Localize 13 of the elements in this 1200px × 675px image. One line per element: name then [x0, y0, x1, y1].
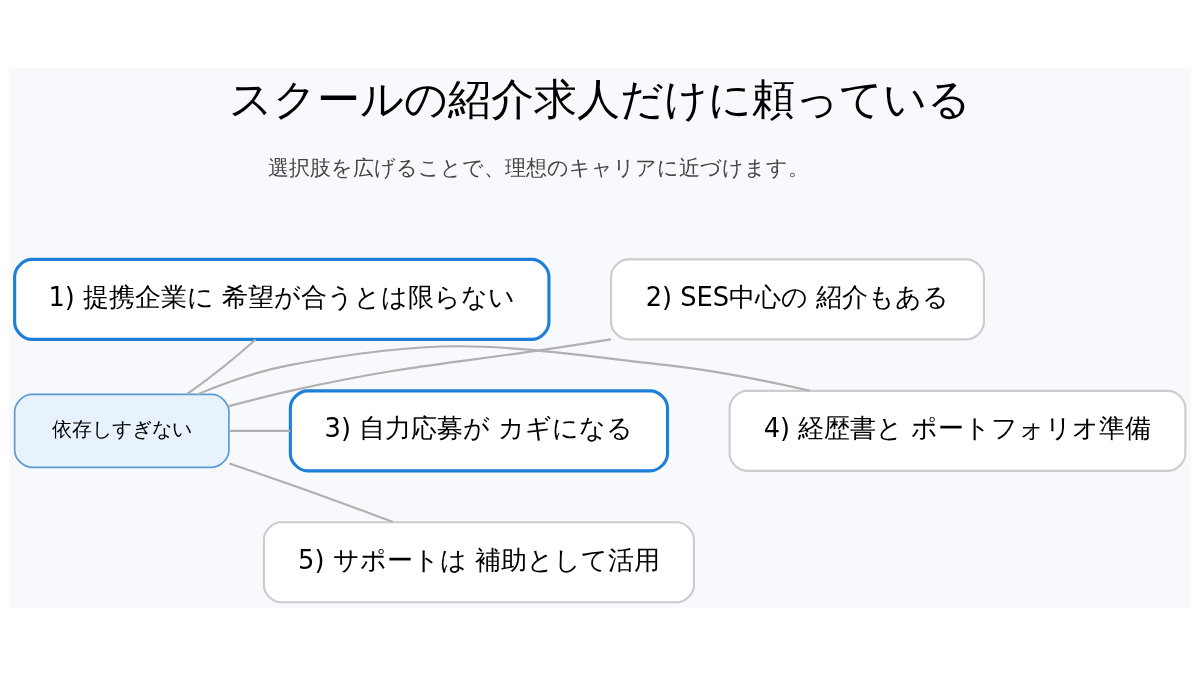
connector	[196, 344, 811, 395]
node-box: 3) 自力応募が カギになる	[288, 388, 670, 472]
node-box: 依存しすぎない	[13, 393, 230, 468]
connector	[229, 429, 291, 432]
diagram-title: スクールの紹介求人だけに頼っている	[229, 73, 971, 124]
label: 選択肢を広げることで、理想のキャリアに近づけます。	[268, 154, 810, 180]
connector	[186, 338, 257, 395]
node-box: 1) 提携企業に 希望が合うとは限らない	[13, 257, 551, 341]
connector	[228, 462, 394, 523]
node-box: 5) サポートは 補助として活用	[262, 520, 695, 603]
node-box: 4) 経歴書と ポートフォリオ準備	[728, 389, 1187, 472]
node-box: 2) SES中心の 紹介もある	[610, 257, 985, 340]
connector	[228, 337, 612, 407]
